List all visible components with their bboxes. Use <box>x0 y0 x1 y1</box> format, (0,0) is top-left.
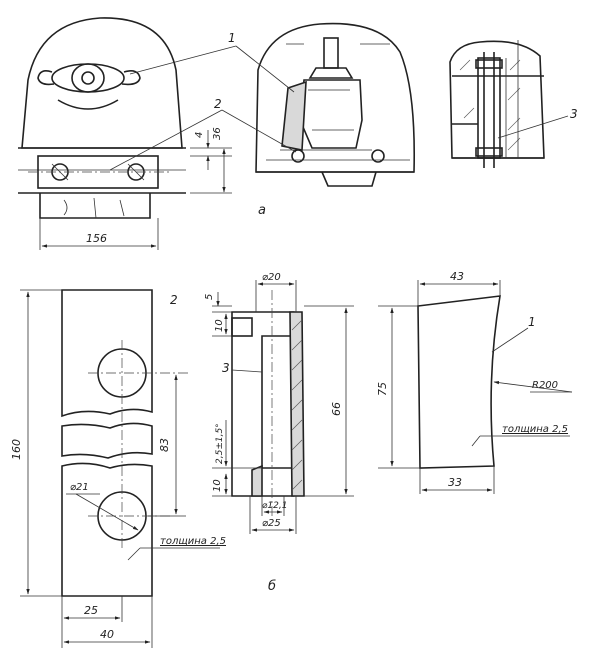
dim-top-dia: ⌀20 <box>262 272 281 283</box>
part3-bushing <box>212 280 354 534</box>
label-part-1-a: 1 <box>228 31 236 45</box>
leader-2-b <box>221 109 297 153</box>
view-a-right-section <box>449 40 545 168</box>
view-a-middle-assembly <box>255 22 416 187</box>
label-part-3-b: 3 <box>222 361 230 375</box>
dim-r200: R200 <box>532 380 558 391</box>
dim-25: 25 <box>84 604 98 617</box>
leader-2-a <box>109 109 223 171</box>
dim-33: 33 <box>448 476 462 489</box>
label-part-1-b: 1 <box>528 315 536 329</box>
label-part-3-a: 3 <box>570 107 578 121</box>
dim-outer-dia: ⌀25 <box>262 518 281 529</box>
leader-3 <box>497 115 569 139</box>
dim-66: 66 <box>330 402 343 416</box>
dim-43: 43 <box>450 270 464 283</box>
view-a-left-assembly <box>18 17 232 250</box>
dim-4: 4 <box>194 132 205 138</box>
view-label-a: а <box>258 203 266 218</box>
part2-plate <box>20 289 220 648</box>
leader-1-b <box>235 45 295 93</box>
dim-top-10: 10 <box>214 319 225 332</box>
dim-inner-dia: ⌀12,1 <box>262 501 287 511</box>
dim-hole-dia: ⌀21 <box>70 482 89 493</box>
label-part-2-b: 2 <box>170 293 178 307</box>
dim-40: 40 <box>100 628 114 641</box>
part1-wedge <box>378 280 573 494</box>
label-part-2-a: 2 <box>214 97 222 111</box>
dim-wall: 2,5±1,5° <box>215 423 225 464</box>
dim-75: 75 <box>376 382 389 396</box>
part1-thickness: толщина 2,5 <box>502 424 568 435</box>
dim-160: 160 <box>10 439 23 460</box>
dim-36: 36 <box>212 127 223 140</box>
dim-5: 5 <box>204 294 215 300</box>
part2-thickness: толщина 2,5 <box>160 536 226 547</box>
leader-1-a <box>129 45 237 75</box>
dim-bottom-10: 10 <box>212 479 223 492</box>
view-label-b: б <box>268 579 276 594</box>
dim-83: 83 <box>158 438 171 452</box>
dim-156: 156 <box>86 232 107 245</box>
